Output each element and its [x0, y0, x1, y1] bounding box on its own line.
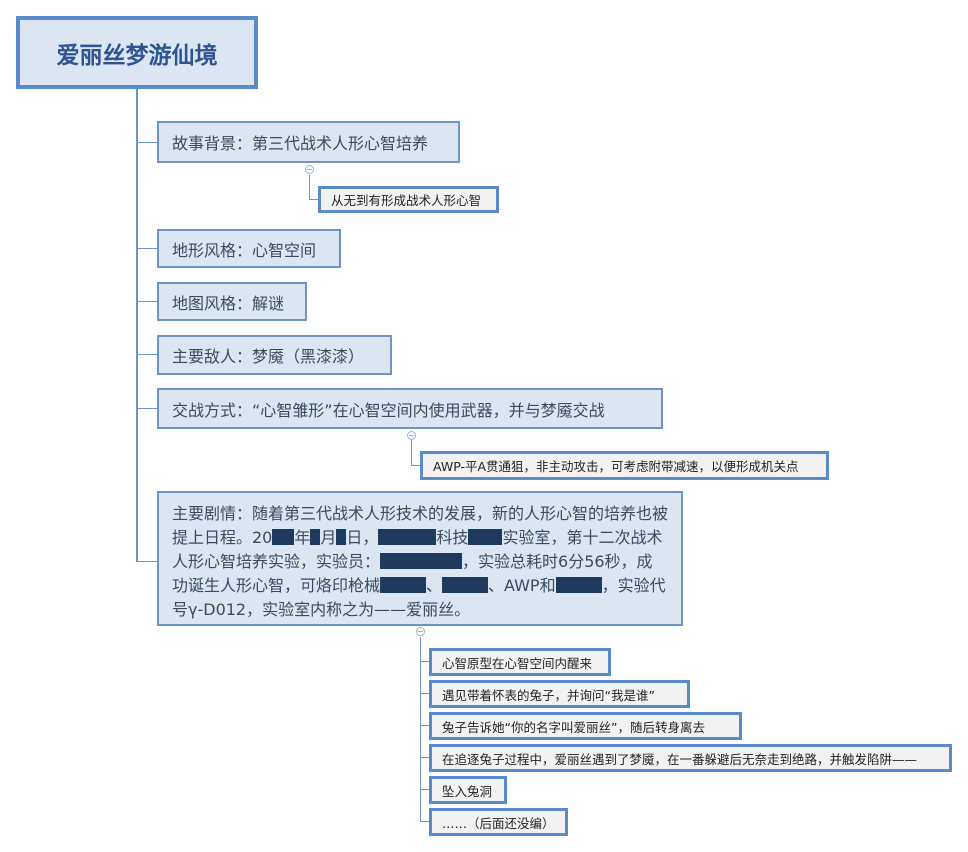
redaction-block	[555, 577, 602, 593]
redaction-block	[378, 529, 437, 545]
plot-step[interactable]: 兔子告诉她“你的名字叫爱丽丝”，随后转身离去	[429, 712, 742, 740]
topic-terrain-style[interactable]: 地形风格：心智空间	[157, 229, 341, 268]
redaction-block	[272, 529, 295, 545]
redaction-block	[380, 553, 463, 569]
subtopic[interactable]: AWP-平A贯通狙，非主动攻击，可考虑附带减速，以便形成机关点	[420, 451, 829, 480]
plot-step[interactable]: 遇见带着怀表的兔子，并询问“我是谁”	[429, 680, 690, 708]
collapse-toggle-icon[interactable]	[305, 165, 314, 174]
sub-connector	[309, 175, 310, 199]
branch-connector	[137, 248, 157, 249]
sub-connector	[420, 637, 421, 822]
collapse-toggle-icon[interactable]	[407, 431, 416, 440]
redaction-block	[468, 529, 503, 545]
branch-connector	[137, 142, 157, 143]
sub-connector	[420, 821, 429, 822]
trunk-line	[136, 89, 138, 562]
plot-step[interactable]: 在追逐兔子过程中，爱丽丝遇到了梦魇，在一番躲避后无奈走到绝路，并触发陷阱——	[429, 744, 952, 772]
redaction-block	[310, 529, 321, 545]
plot-step[interactable]: 心智原型在心智空间内醒来	[429, 648, 611, 676]
redaction-block	[442, 577, 489, 593]
branch-connector	[137, 561, 157, 562]
redaction-block	[336, 529, 347, 545]
sub-connector	[420, 725, 429, 726]
collapse-toggle-icon[interactable]	[416, 627, 425, 636]
root-topic[interactable]: 爱丽丝梦游仙境	[16, 16, 258, 89]
subtopic[interactable]: 从无到有形成战术人形心智	[318, 186, 499, 213]
root-title: 爱丽丝梦游仙境	[56, 42, 218, 69]
branch-connector	[137, 301, 157, 302]
sub-connector	[420, 693, 429, 694]
plot-step[interactable]: ……（后面还没编）	[429, 808, 568, 836]
topic-main-enemy[interactable]: 主要敌人：梦魇（黑漆漆）	[157, 335, 392, 375]
sub-connector	[420, 789, 429, 790]
topic-map-style[interactable]: 地图风格：解谜	[157, 282, 307, 321]
topic-story-background[interactable]: 故事背景：第三代战术人形心智培养	[157, 121, 460, 163]
branch-connector	[137, 354, 157, 355]
redaction-block	[380, 577, 427, 593]
sub-connector	[411, 440, 412, 465]
sub-connector	[411, 465, 420, 466]
plot-step[interactable]: 坠入兔洞	[429, 776, 507, 804]
topic-combat-method[interactable]: 交战方式：“心智雏形”在心智空间内使用武器，并与梦魇交战	[157, 388, 663, 429]
sub-connector	[309, 199, 318, 200]
sub-connector	[420, 757, 429, 758]
sub-connector	[420, 661, 429, 662]
branch-connector	[137, 408, 157, 409]
